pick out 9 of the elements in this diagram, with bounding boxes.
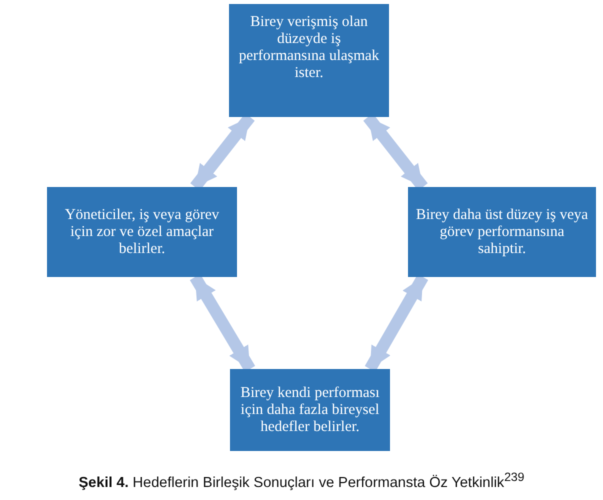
- box-text: Yöneticiler, iş veya görev için zor ve özel amaçlar belirler.: [64, 206, 220, 258]
- box-text: Birey daha üst düzey iş veya görev performansına sahiptir.: [414, 206, 590, 258]
- process-box: [230, 369, 390, 451]
- process-box: [408, 187, 596, 277]
- box-text: Birey verişmiş olan düzeyde iş performansına ulaşmak ister.: [238, 14, 380, 82]
- box-text: Birey kendi performası için daha fazla bireysel hedefler belirler.: [239, 384, 381, 436]
- process-box: [47, 187, 237, 277]
- process-box: [229, 4, 389, 117]
- figure-caption: Şekil 4. Hedeflerin Birleşik Sonuçları ve Performansta Öz Yetkinlik$^{239}$: [78, 470, 526, 491]
